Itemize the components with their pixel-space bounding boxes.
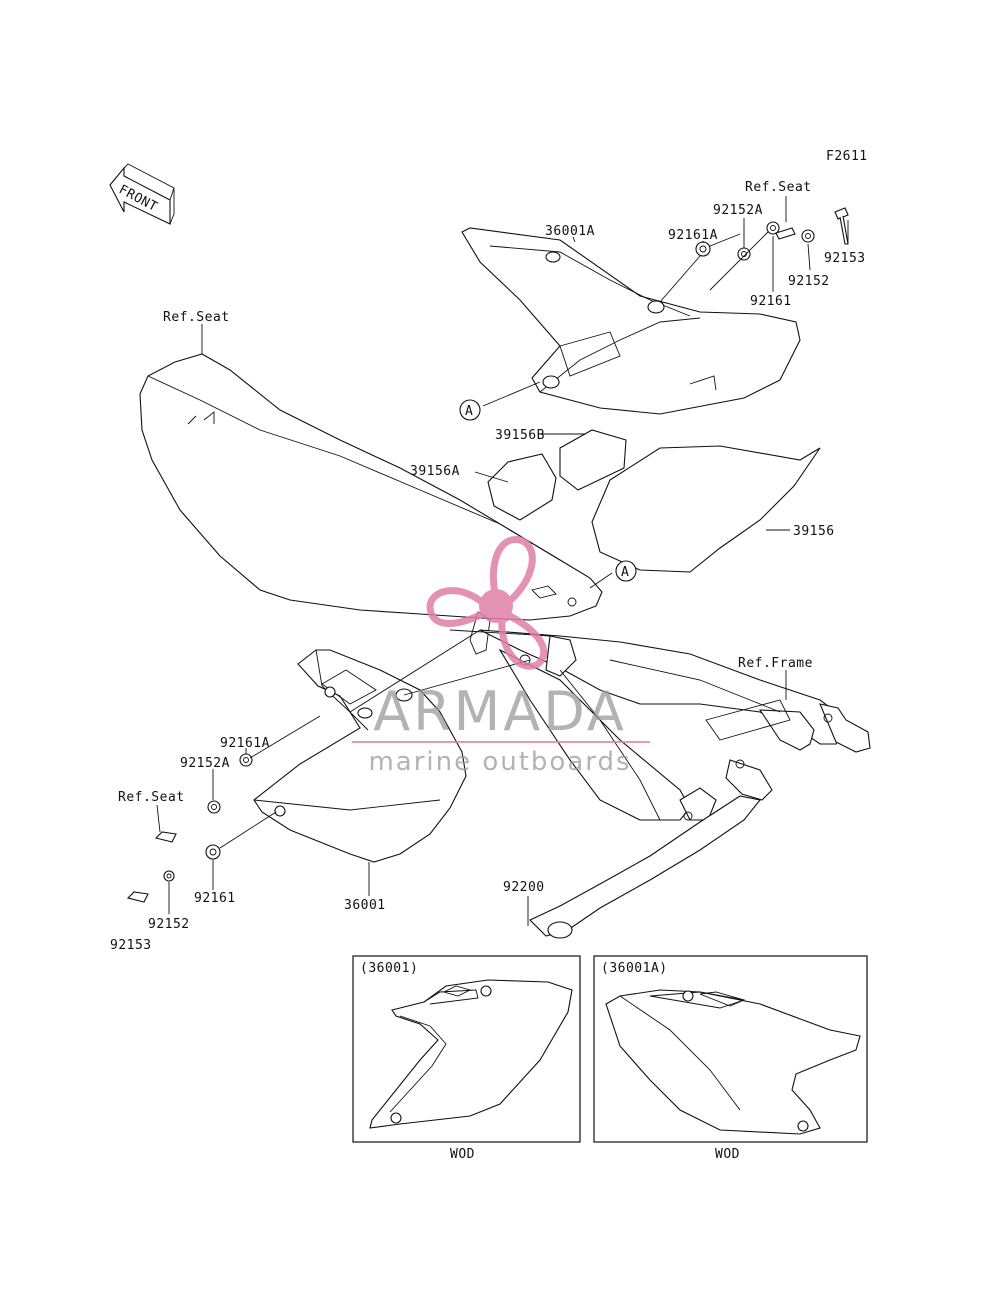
label-36001a: 36001A [545,224,595,239]
inset-36001a-title: (36001A) [601,961,668,976]
frame [449,629,871,939]
label-92161-left: 92161 [194,891,236,906]
label-92152a-left: 92152A [180,756,230,771]
label-39156b: 39156B [495,428,545,443]
front-arrow-icon: FRONT [109,163,175,225]
label-36001: 36001 [344,898,386,913]
decal-39156b [559,429,627,491]
inset-36001-title: (36001) [360,961,418,976]
side-cover-right-36001a [461,227,801,415]
decal-39156a [487,453,557,521]
decals [487,429,821,573]
label-refseat-main: Ref.Seat [163,310,230,325]
label-39156: 39156 [793,524,835,539]
label-92152-left: 92152 [148,917,190,932]
label-refseat-left: Ref.Seat [118,790,185,805]
watermark-brand: ARMADA [373,680,627,743]
side-cover-left-36001 [253,629,531,863]
label-92161-top: 92161 [750,294,792,309]
label-92153-top: 92153 [824,251,866,266]
inset-36001a: (36001A) WOD [593,955,868,1162]
label-39156a: 39156A [410,464,460,479]
label-92161a-left: 92161A [220,736,270,751]
watermark-logo-icon [426,536,548,670]
callout-a-upper: A [459,399,481,421]
label-92200: 92200 [503,880,545,895]
svg-text:A: A [621,565,629,580]
leader-lines [156,196,849,926]
label-92161a-top: 92161A [668,228,718,243]
watermark-tagline: marine outboards [368,747,631,777]
label-92152-top: 92152 [788,274,830,289]
inset-36001a-caption: WOD [715,1147,740,1162]
svg-text:A: A [465,404,473,419]
inset-36001-caption: WOD [450,1147,475,1162]
decal-39156 [591,445,821,573]
diagram-id: F2611 [826,149,868,164]
label-92152a-top: 92152A [713,203,763,218]
label-92153-left: 92153 [110,938,152,953]
label-refframe: Ref.Frame [738,656,813,671]
callout-a-lower: A [615,560,637,582]
inset-36001: (36001) WOD [352,955,581,1162]
hardware-left [126,715,321,903]
hardware-top [659,207,849,303]
label-refseat-top: Ref.Seat [745,180,812,195]
seat [139,353,603,655]
